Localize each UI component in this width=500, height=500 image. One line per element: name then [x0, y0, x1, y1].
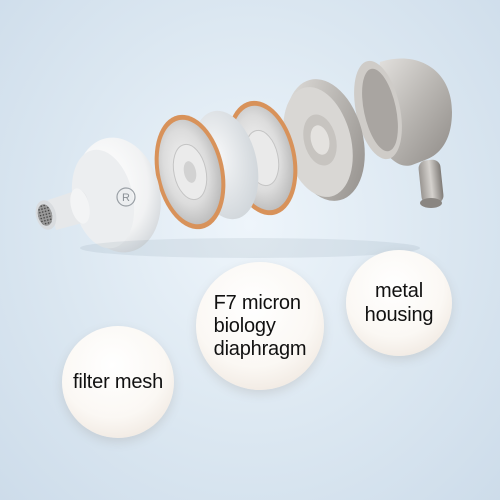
diaphragm-label-line3: diaphragm	[213, 337, 307, 360]
diaphragm-label-bubble: F7 micron biology diaphragm	[196, 262, 324, 390]
metal-housing-part	[354, 58, 452, 208]
metal-housing-label-line1: metal	[375, 280, 423, 302]
diaphragm-label-line1: F7 micron	[213, 291, 301, 314]
front-diaphragm-part	[154, 114, 226, 230]
logo-r-letter: R	[122, 192, 130, 204]
front-shell-part: R	[71, 137, 161, 253]
filter-mesh-label: filter mesh	[72, 370, 164, 393]
logo-r-badge	[116, 187, 136, 207]
metal-back-disc-part	[283, 79, 365, 201]
filter-mesh-part	[35, 188, 90, 230]
metal-housing-label-bubble: metal housing	[346, 250, 452, 356]
mesh-grille	[37, 204, 53, 226]
filter-mesh-label-bubble: filter mesh	[62, 326, 174, 438]
diaphragm-label-line2: biology	[213, 314, 276, 337]
metal-housing-label-line2: housing	[364, 304, 434, 326]
